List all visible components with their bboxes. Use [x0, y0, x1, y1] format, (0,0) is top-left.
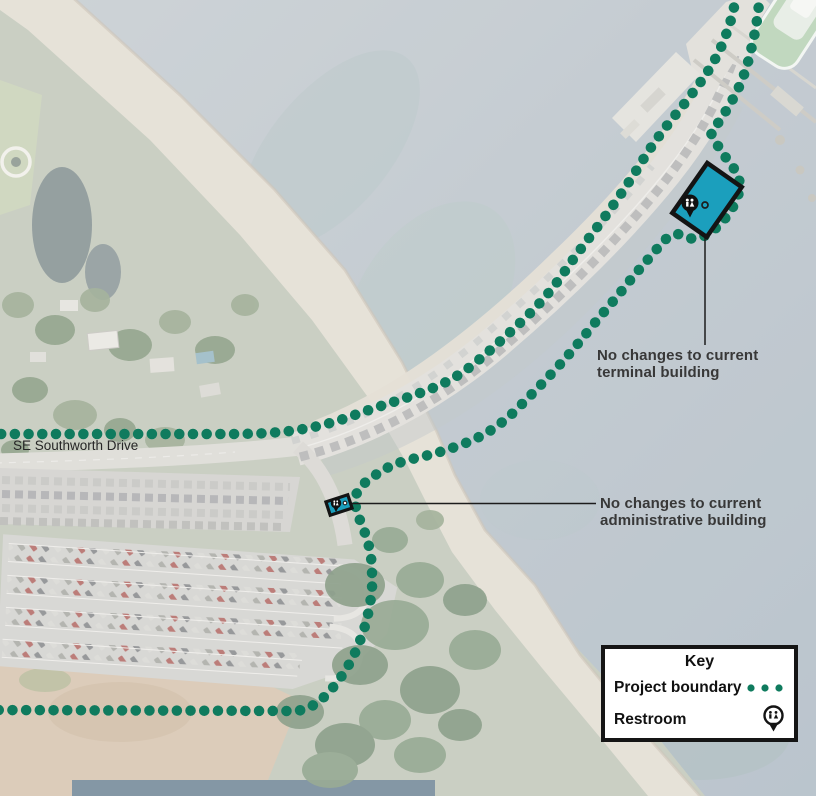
- admin-leader-anchor: [342, 500, 348, 506]
- terminal-note-line2: terminal building: [597, 364, 720, 381]
- annotation-layer: [0, 0, 765, 717]
- admin-note-line1: No changes to current: [600, 495, 762, 512]
- street-label: SE Southworth Drive: [13, 438, 138, 453]
- key-title: Key: [684, 653, 715, 670]
- street-label-text: SE Southworth Drive: [13, 438, 139, 453]
- terminal-building-highlight: [669, 159, 745, 241]
- key-label-restroom: Restroom: [614, 710, 687, 728]
- restroom-pin-icon: [762, 705, 785, 734]
- admin-note: No changes to current administrative bui…: [600, 495, 767, 529]
- terminal-note: No changes to current terminal building: [597, 347, 758, 381]
- map-key: Key Project boundary Restroom: [601, 645, 798, 742]
- project-boundary-line-upper: [0, 0, 741, 440]
- roads-layer: [0, 30, 757, 547]
- terminal-leader-anchor: [701, 201, 709, 209]
- key-row-project-boundary: Project boundary: [614, 679, 785, 697]
- houses: [30, 300, 221, 398]
- ferry-boat: [750, 0, 816, 70]
- parking-lot: [0, 534, 398, 689]
- admin-note-line2: administrative building: [600, 512, 767, 529]
- key-row-restroom: Restroom: [614, 705, 785, 734]
- project-boundary-line-lower: [0, 0, 765, 717]
- project-boundary-dots-icon: [745, 683, 785, 693]
- key-label-project-boundary: Project boundary: [614, 679, 742, 696]
- holding-lanes: [0, 468, 300, 532]
- terminal-note-line1: No changes to current: [597, 347, 759, 364]
